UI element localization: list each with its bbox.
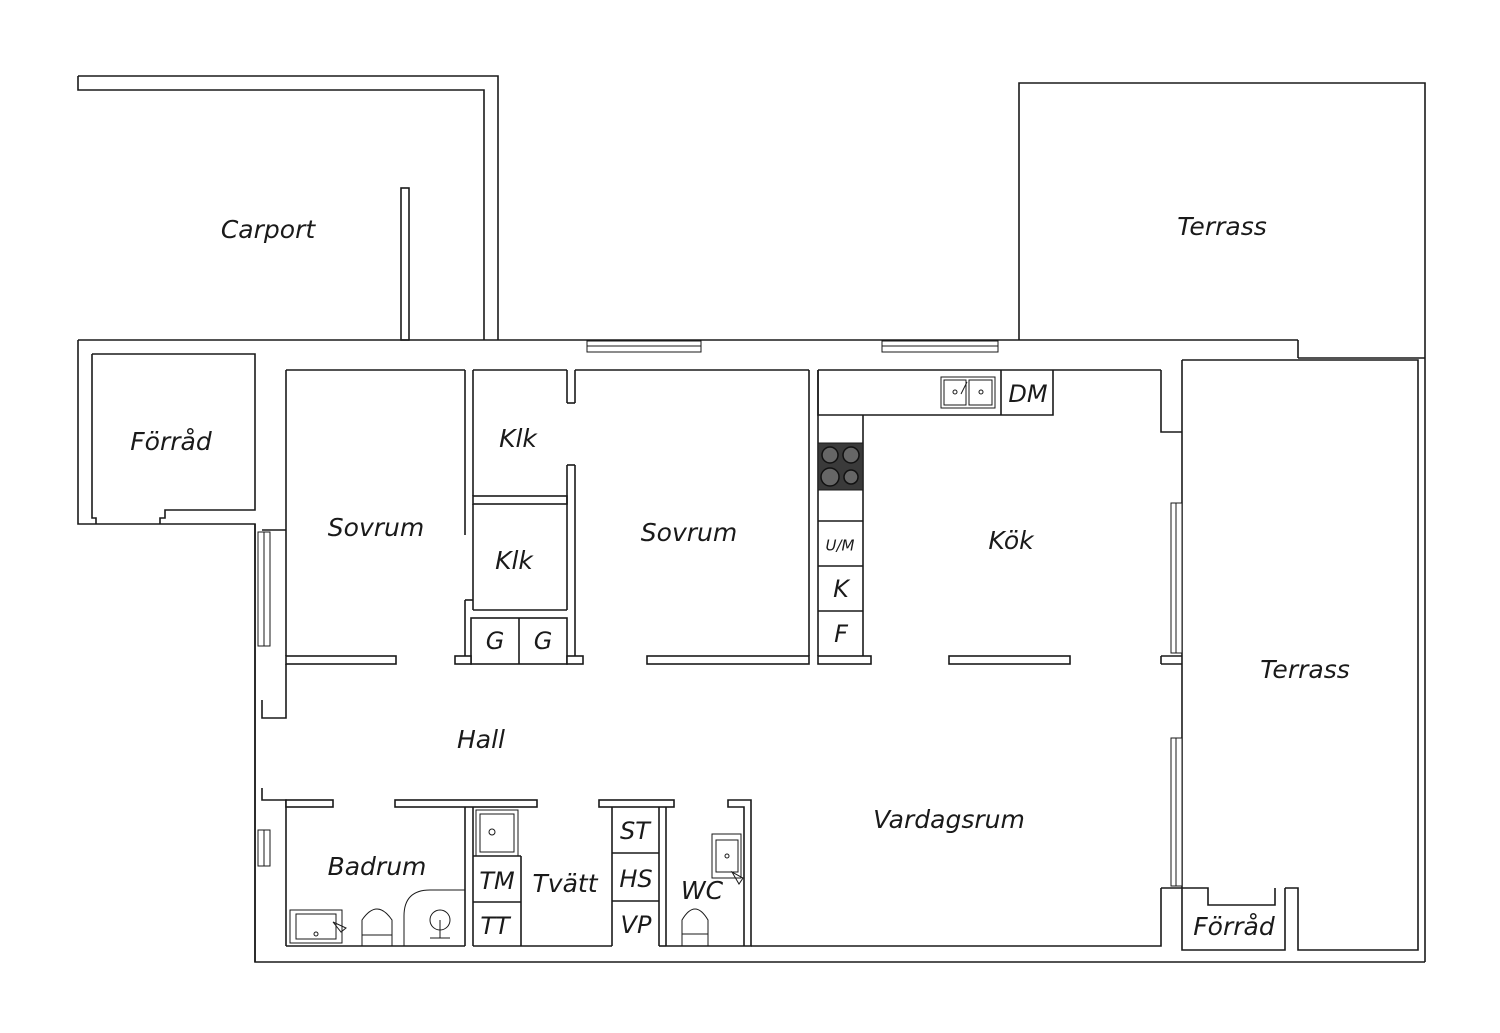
bathroom-walls [261,788,538,947]
fixture-label-hanging-cabinet: HS [619,865,652,893]
fixture-label-wardrobe-1: G [486,627,505,655]
room-label-kitchen: Kök [988,526,1035,555]
fixture-label-wardrobe-2: G [534,627,553,655]
room-label-carport: Carport [221,215,316,244]
wc-walls [666,799,752,947]
fixture-label-dishwasher: DM [1008,380,1047,408]
room-label-storage-right: Förråd [1193,912,1275,941]
room-label-laundry: Tvätt [533,869,599,898]
window-left-1 [257,531,271,647]
room-label-terrace-right: Terrass [1260,655,1350,684]
room-label-hall: Hall [457,725,505,754]
fixture-label-fridge: K [833,575,851,603]
storage-right-walls [1181,887,1286,951]
fixture-label-microwave: U/M [826,537,855,555]
laundry-walls [473,799,675,947]
room-label-bedroom-left: Sovrum [328,513,424,542]
room-label-closet-bottom: Klk [495,546,534,575]
window-top-2 [881,340,999,353]
fixture-label-storage-cabinet: ST [620,817,652,845]
room-label-bedroom-middle: Sovrum [641,518,737,547]
window-top-1 [586,340,702,353]
fixture-label-freezer: F [834,620,849,648]
fixture-label-tumble-dryer: TT [480,912,512,940]
room-label-storage-left: Förråd [130,427,212,456]
kitchen-walls [817,370,1182,665]
room-label-wc: WC [681,876,724,905]
room-label-living-room: Vardagsrum [873,805,1025,834]
room-label-bathroom: Badrum [328,852,427,881]
fixture-label-washing-machine: TM [479,867,515,895]
room-label-closet-top: Klk [499,424,538,453]
carport-walls [77,75,499,341]
exterior-walls [77,339,1426,963]
terrace-right-walls [751,359,1419,951]
bedroom-middle-walls [646,370,810,665]
bedroom-left-walls [261,370,474,719]
window-left-2 [257,829,271,867]
terrace-top-outline [1018,82,1426,358]
room-label-terrace-top: Terrass [1177,212,1267,241]
fixture-label-water-heater: VP [621,911,652,939]
closets-walls [454,370,584,665]
